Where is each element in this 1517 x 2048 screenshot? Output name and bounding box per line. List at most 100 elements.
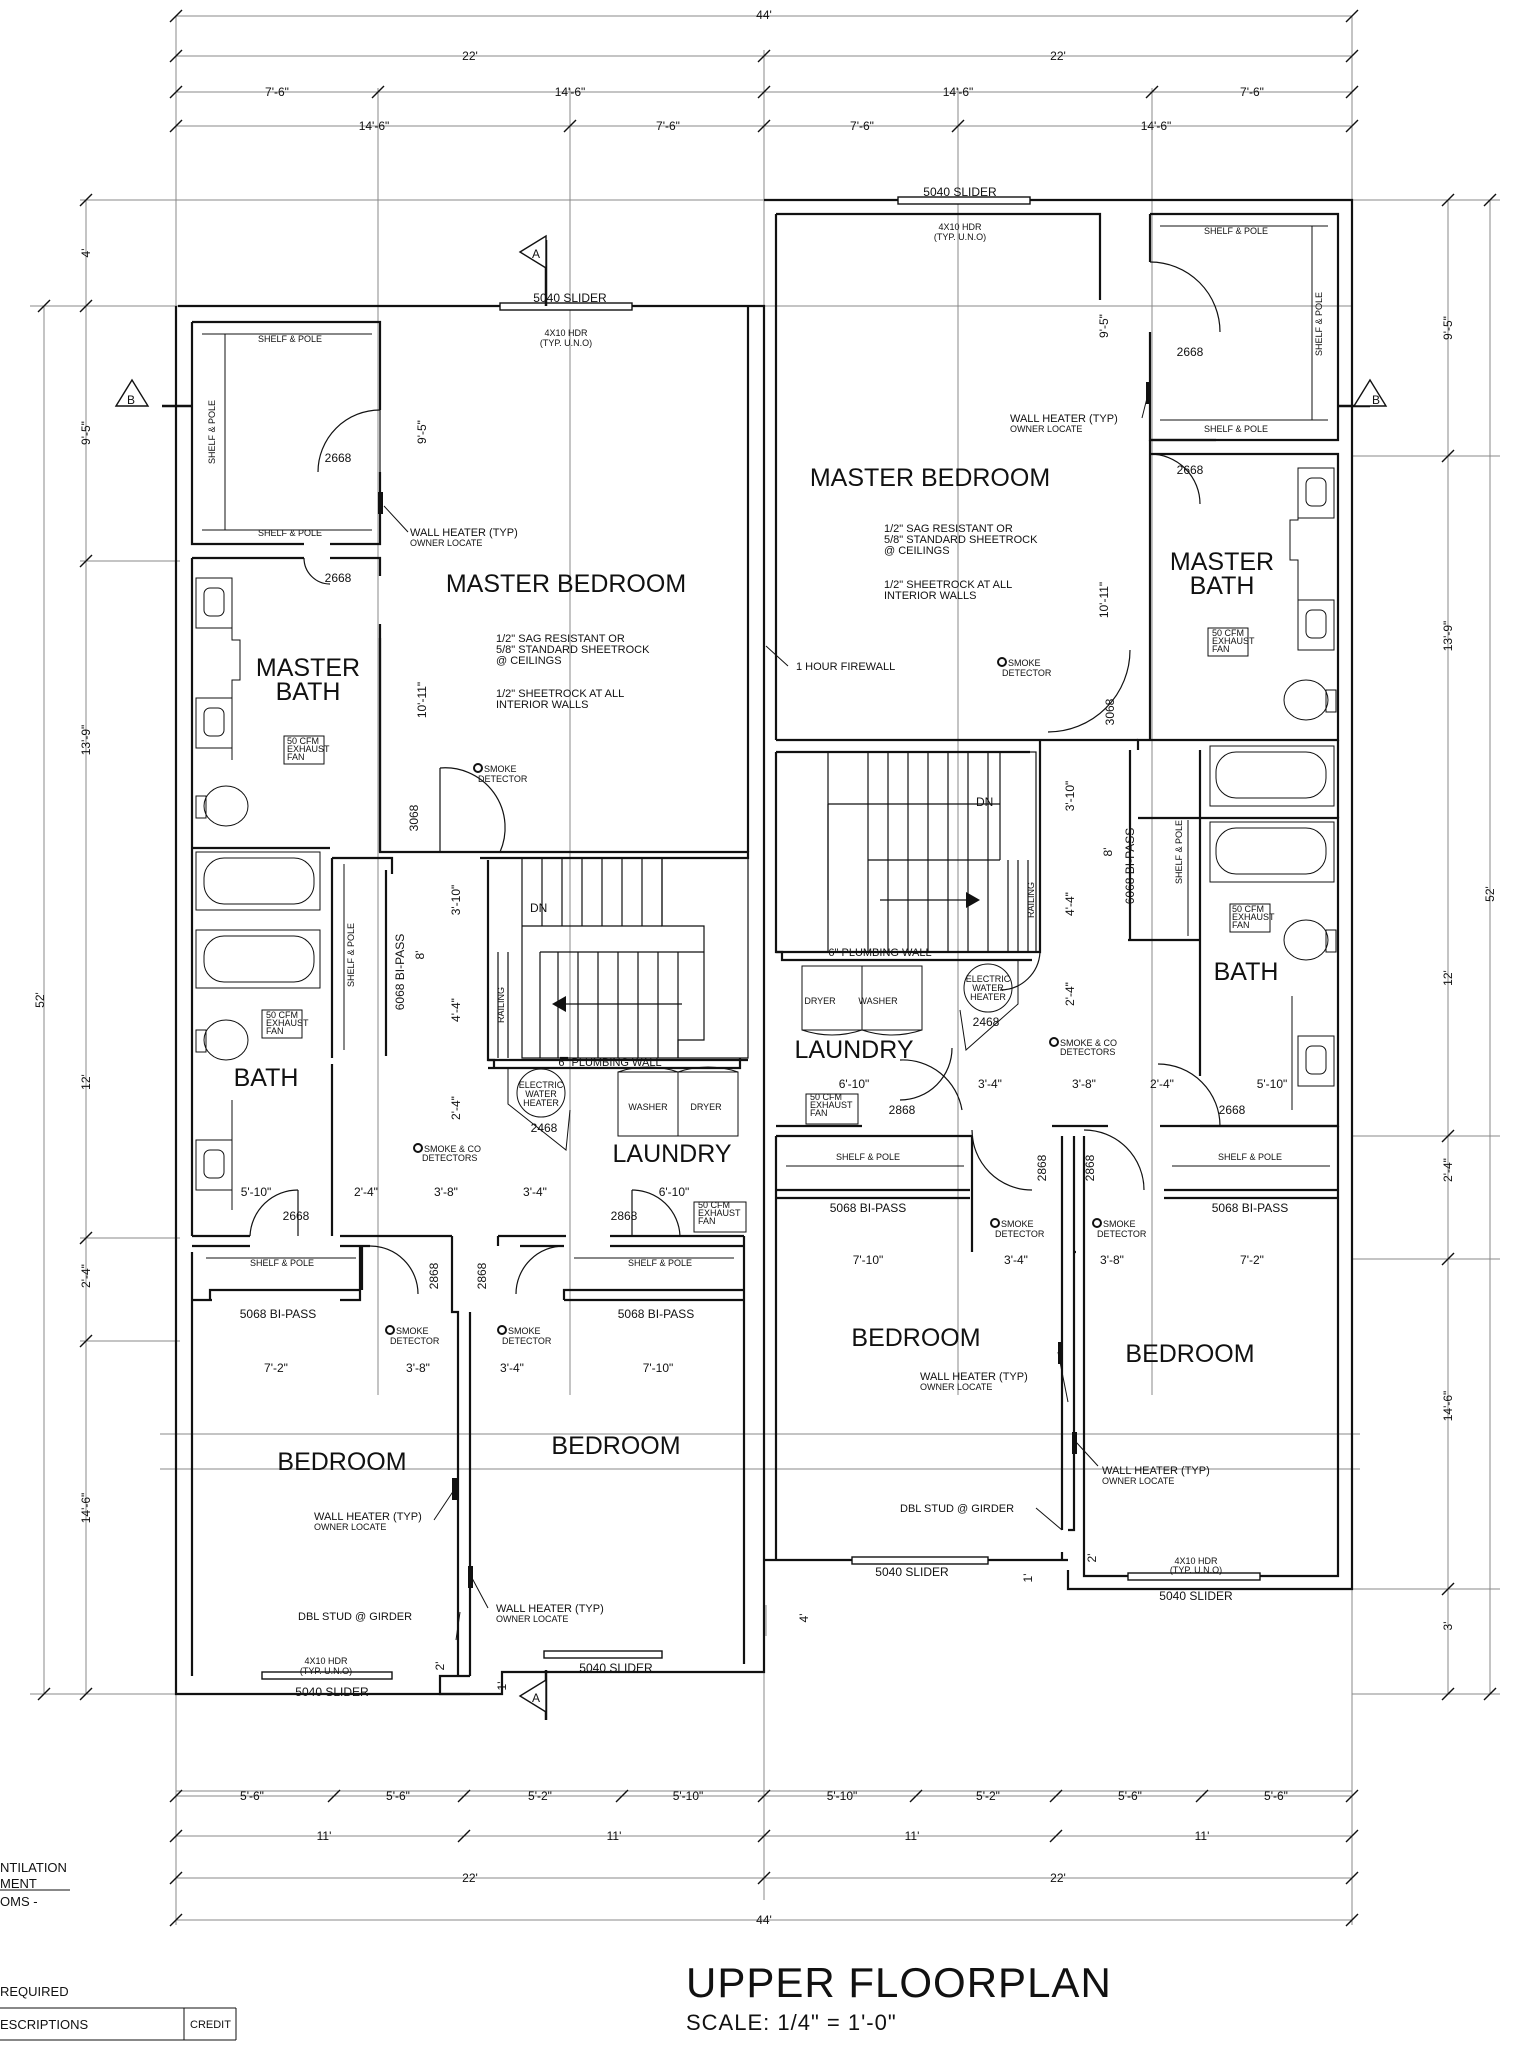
dim-bot-r3-b: 22' <box>1050 1871 1066 1885</box>
l-smoke-bed1-2: DETECTOR <box>390 1336 440 1346</box>
l-heater-2: WATER <box>525 1089 557 1099</box>
l-dim-3-4-hall: 3'-4" <box>523 1185 547 1199</box>
r-hdr-bed-1: 4X10 HDR <box>1174 1556 1218 1566</box>
l-dim-9-5-inner: 9'-5" <box>415 420 429 444</box>
r-exhaust-3b: EXHAUST <box>810 1100 853 1110</box>
r-bipass-6068: 6068 BI-PASS <box>1123 828 1137 905</box>
l-exhaust-2a: 50 CFM <box>266 1010 298 1020</box>
l-bipass-bed1: 5068 BI-PASS <box>240 1307 317 1321</box>
l-slider-bed1: 5040 SLIDER <box>295 1685 369 1699</box>
l-slider-bed2: 5040 SLIDER <box>579 1661 653 1675</box>
r-wall-heater-2: WALL HEATER (TYP) <box>920 1371 1028 1383</box>
l-stair-dn: DN <box>530 901 547 915</box>
l-hdr-2: (TYP. U.N.O) <box>540 338 592 348</box>
l-dim-5-10-hall: 5'-10" <box>241 1185 272 1199</box>
r-door-2868-bed2: 2868 <box>1083 1154 1097 1181</box>
l-dim-2-bottom: 2' <box>433 1662 447 1671</box>
l-dbl-stud: DBL STUD @ GIRDER <box>298 1611 412 1623</box>
r-dim-5-10-hall: 5'-10" <box>1257 1077 1288 1091</box>
l-exhaust-3c: FAN <box>698 1216 716 1226</box>
l-exhaust-3a: 50 CFM <box>698 1200 730 1210</box>
r-dim-3-4-bed: 3'-4" <box>1004 1253 1028 1267</box>
dim-right-52: 52' <box>1483 886 1497 902</box>
r-owner-locate-2: OWNER LOCATE <box>920 1382 992 1392</box>
section-b-left-label: B <box>127 393 135 407</box>
r-exhaust-3c: FAN <box>810 1108 828 1118</box>
r-bedroom-1-label: BEDROOM <box>851 1324 980 1352</box>
r-shelf-bed2: SHELF & POLE <box>1218 1152 1282 1162</box>
l-note-sag-1: 1/2" SAG RESISTANT OR <box>496 633 625 645</box>
legend-rooms: OMS - <box>0 1894 38 1909</box>
l-door-2868-hall: 2868 <box>611 1209 638 1223</box>
l-bipass-bed2: 5068 BI-PASS <box>618 1307 695 1321</box>
dim-top-r2-d: 7'-6" <box>1240 85 1264 99</box>
l-smoke-bed2-1: SMOKE <box>508 1326 541 1336</box>
l-bedroom-1-label: BEDROOM <box>277 1448 406 1476</box>
r-stair-dn: DN <box>976 795 993 809</box>
r-dim-2-4-hall2: 2'-4" <box>1150 1077 1174 1091</box>
section-b-right-label: B <box>1372 393 1380 407</box>
r-closet-shelf-side: SHELF & POLE <box>1314 292 1324 356</box>
l-dim-6-10-hall: 6'-10" <box>659 1185 690 1199</box>
dim-top-half-left: 22' <box>462 49 478 63</box>
dim-right-9-5: 9'-5" <box>1441 316 1455 340</box>
r-smoke-bed1-2: DETECTOR <box>995 1229 1045 1239</box>
r-hdr-1: 4X10 HDR <box>938 222 982 232</box>
r-hdr-2: (TYP. U.N.O) <box>934 232 986 242</box>
dim-bot-r2-a: 11' <box>317 1829 332 1843</box>
r-door-2868-hall: 2868 <box>889 1103 916 1117</box>
r-door-2668-closet: 2668 <box>1177 345 1204 359</box>
l-dryer: DRYER <box>690 1102 722 1112</box>
dim-left-14-6: 14'-6" <box>79 1493 93 1524</box>
r-slider-bed2: 5040 SLIDER <box>1159 1589 1233 1603</box>
legend-requirement: MENT <box>0 1876 37 1891</box>
dim-bot-r2-b: 11' <box>607 1829 622 1843</box>
wall-heaters <box>378 382 1151 1588</box>
l-closet-shelf-bottom: SHELF & POLE <box>258 528 322 538</box>
l-smoke-master-2: DETECTOR <box>478 774 528 784</box>
l-wall-heater-2: WALL HEATER (TYP) <box>314 1511 422 1523</box>
l-wall-heater-3: WALL HEATER (TYP) <box>496 1603 604 1615</box>
l-exhaust-1a: 50 CFM <box>287 736 319 746</box>
r-heater-2: WATER <box>972 983 1004 993</box>
l-smoke-bed1-1: SMOKE <box>396 1326 429 1336</box>
legend-descriptions: ESCRIPTIONS <box>0 2017 88 2032</box>
l-master-bedroom-label: MASTER BEDROOM <box>446 570 686 598</box>
r-exhaust-1a: 50 CFM <box>1212 628 1244 638</box>
r-note-walls-2: INTERIOR WALLS <box>884 590 977 602</box>
r-dryer: DRYER <box>804 996 836 1006</box>
r-dim-2-4-hall: 2'-4" <box>1063 982 1077 1006</box>
r-owner-locate-3: OWNER LOCATE <box>1102 1476 1174 1486</box>
dim-right-13-9: 13'-9" <box>1441 621 1455 652</box>
r-laundry-label: LAUNDRY <box>794 1036 913 1064</box>
r-note-walls-1: 1/2" SHEETROCK AT ALL <box>884 579 1012 591</box>
r-note-sag-1: 1/2" SAG RESISTANT OR <box>884 523 1013 535</box>
dim-bot-r1-d: 5'-10" <box>673 1789 704 1803</box>
l-hdr-bed-1: 4X10 HDR <box>304 1656 348 1666</box>
dim-bot-r1-a: 5'-6" <box>240 1789 264 1803</box>
section-markers <box>114 234 1388 1720</box>
l-door-2668-hall: 2668 <box>283 1209 310 1223</box>
r-dim-7-2: 7'-2" <box>1240 1253 1264 1267</box>
l-exhaust-3b: EXHAUST <box>698 1208 741 1218</box>
dim-bot-r2-c: 11' <box>905 1829 920 1843</box>
r-owner-locate-1: OWNER LOCATE <box>1010 424 1082 434</box>
r-dbl-stud: DBL STUD @ GIRDER <box>900 1503 1014 1515</box>
l-bipass-6068: 6068 BI-PASS <box>393 934 407 1011</box>
section-a-top-label: A <box>532 247 540 261</box>
l-dim-3-10: 3'-10" <box>449 885 463 916</box>
r-exhaust-1b: EXHAUST <box>1212 636 1255 646</box>
l-dim-3-4-bed: 3'-4" <box>500 1361 524 1375</box>
dim-bot-total: 44' <box>756 1913 772 1927</box>
l-smoke-co-1: SMOKE & CO <box>424 1144 481 1154</box>
r-dim-9-5-inner: 9'-5" <box>1097 314 1111 338</box>
r-master-bedroom-label: MASTER BEDROOM <box>810 464 1050 492</box>
r-master-bath-label-2: BATH <box>1190 572 1255 600</box>
r-dim-8: 8' <box>1101 848 1115 857</box>
l-door-3068: 3068 <box>407 804 421 831</box>
l-slider-top: 5040 SLIDER <box>533 291 607 305</box>
dim-top-r2-c: 14'-6" <box>943 85 974 99</box>
r-bedroom-2-label: BEDROOM <box>1125 1340 1254 1368</box>
r-dim-4-bottom: 4' <box>797 1614 811 1623</box>
